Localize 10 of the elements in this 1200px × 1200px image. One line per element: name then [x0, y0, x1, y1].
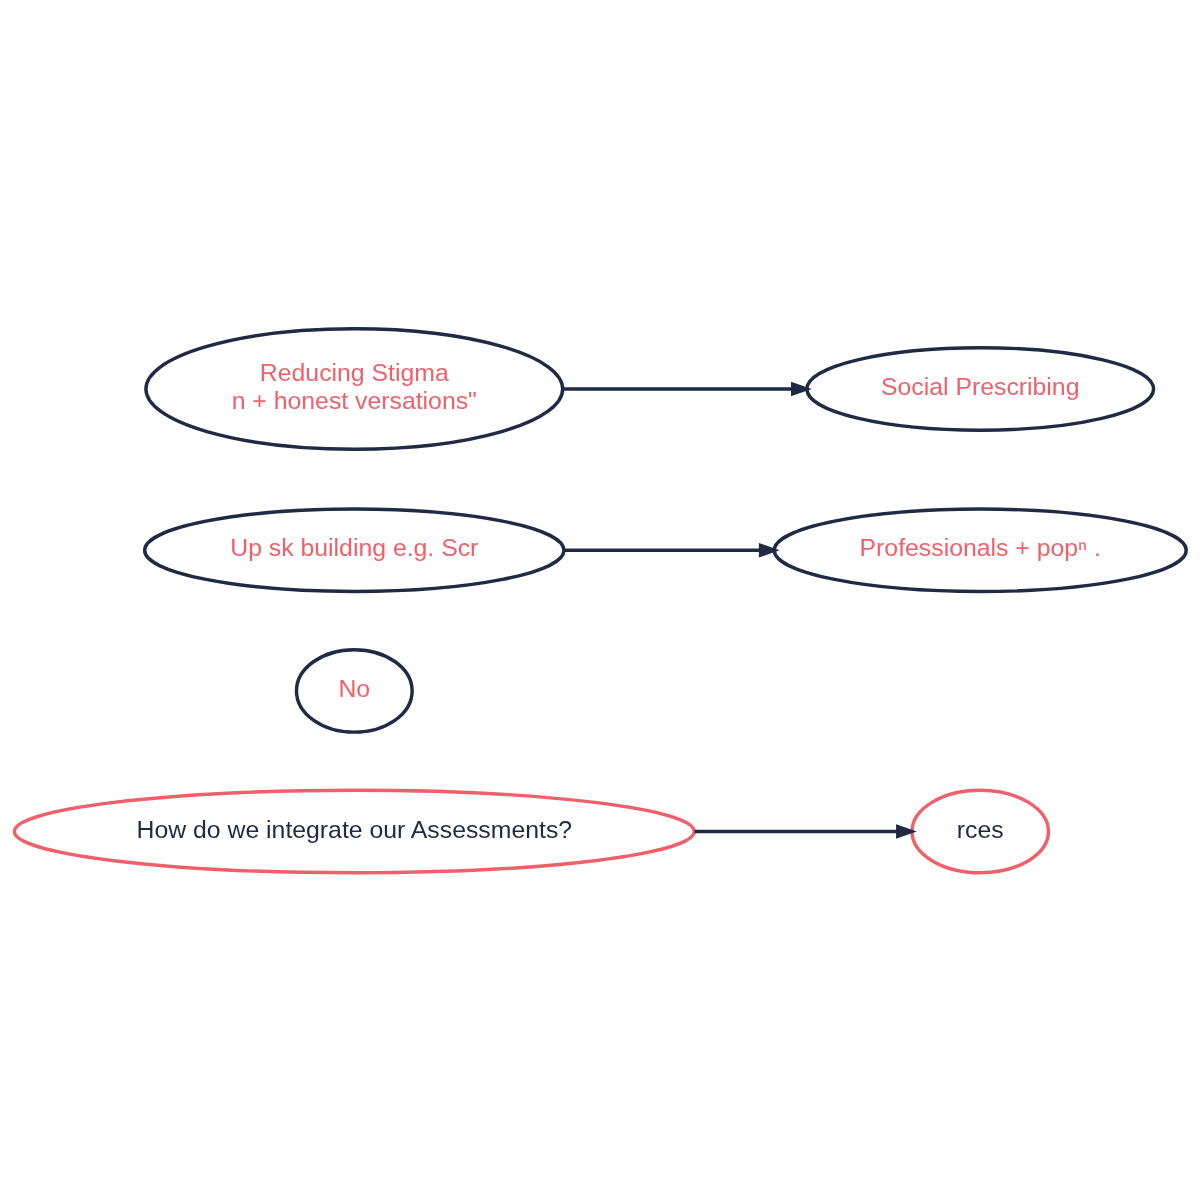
node-ellipse: Professionals + popⁿ .	[772, 506, 1188, 593]
node-ellipse: Up sk building e.g. Scr	[142, 506, 566, 593]
node-ellipse: rces	[910, 788, 1051, 874]
node-ellipse: No	[294, 647, 414, 734]
node-ellipse: Reducing Stigma n + honest versations"	[144, 326, 565, 451]
node-ellipse: Social Prescribing	[805, 345, 1156, 432]
node-ellipse: How do we integrate our Assessments?	[12, 788, 696, 874]
arrow	[694, 823, 917, 839]
arrow	[563, 381, 812, 396]
arrow	[564, 542, 780, 558]
